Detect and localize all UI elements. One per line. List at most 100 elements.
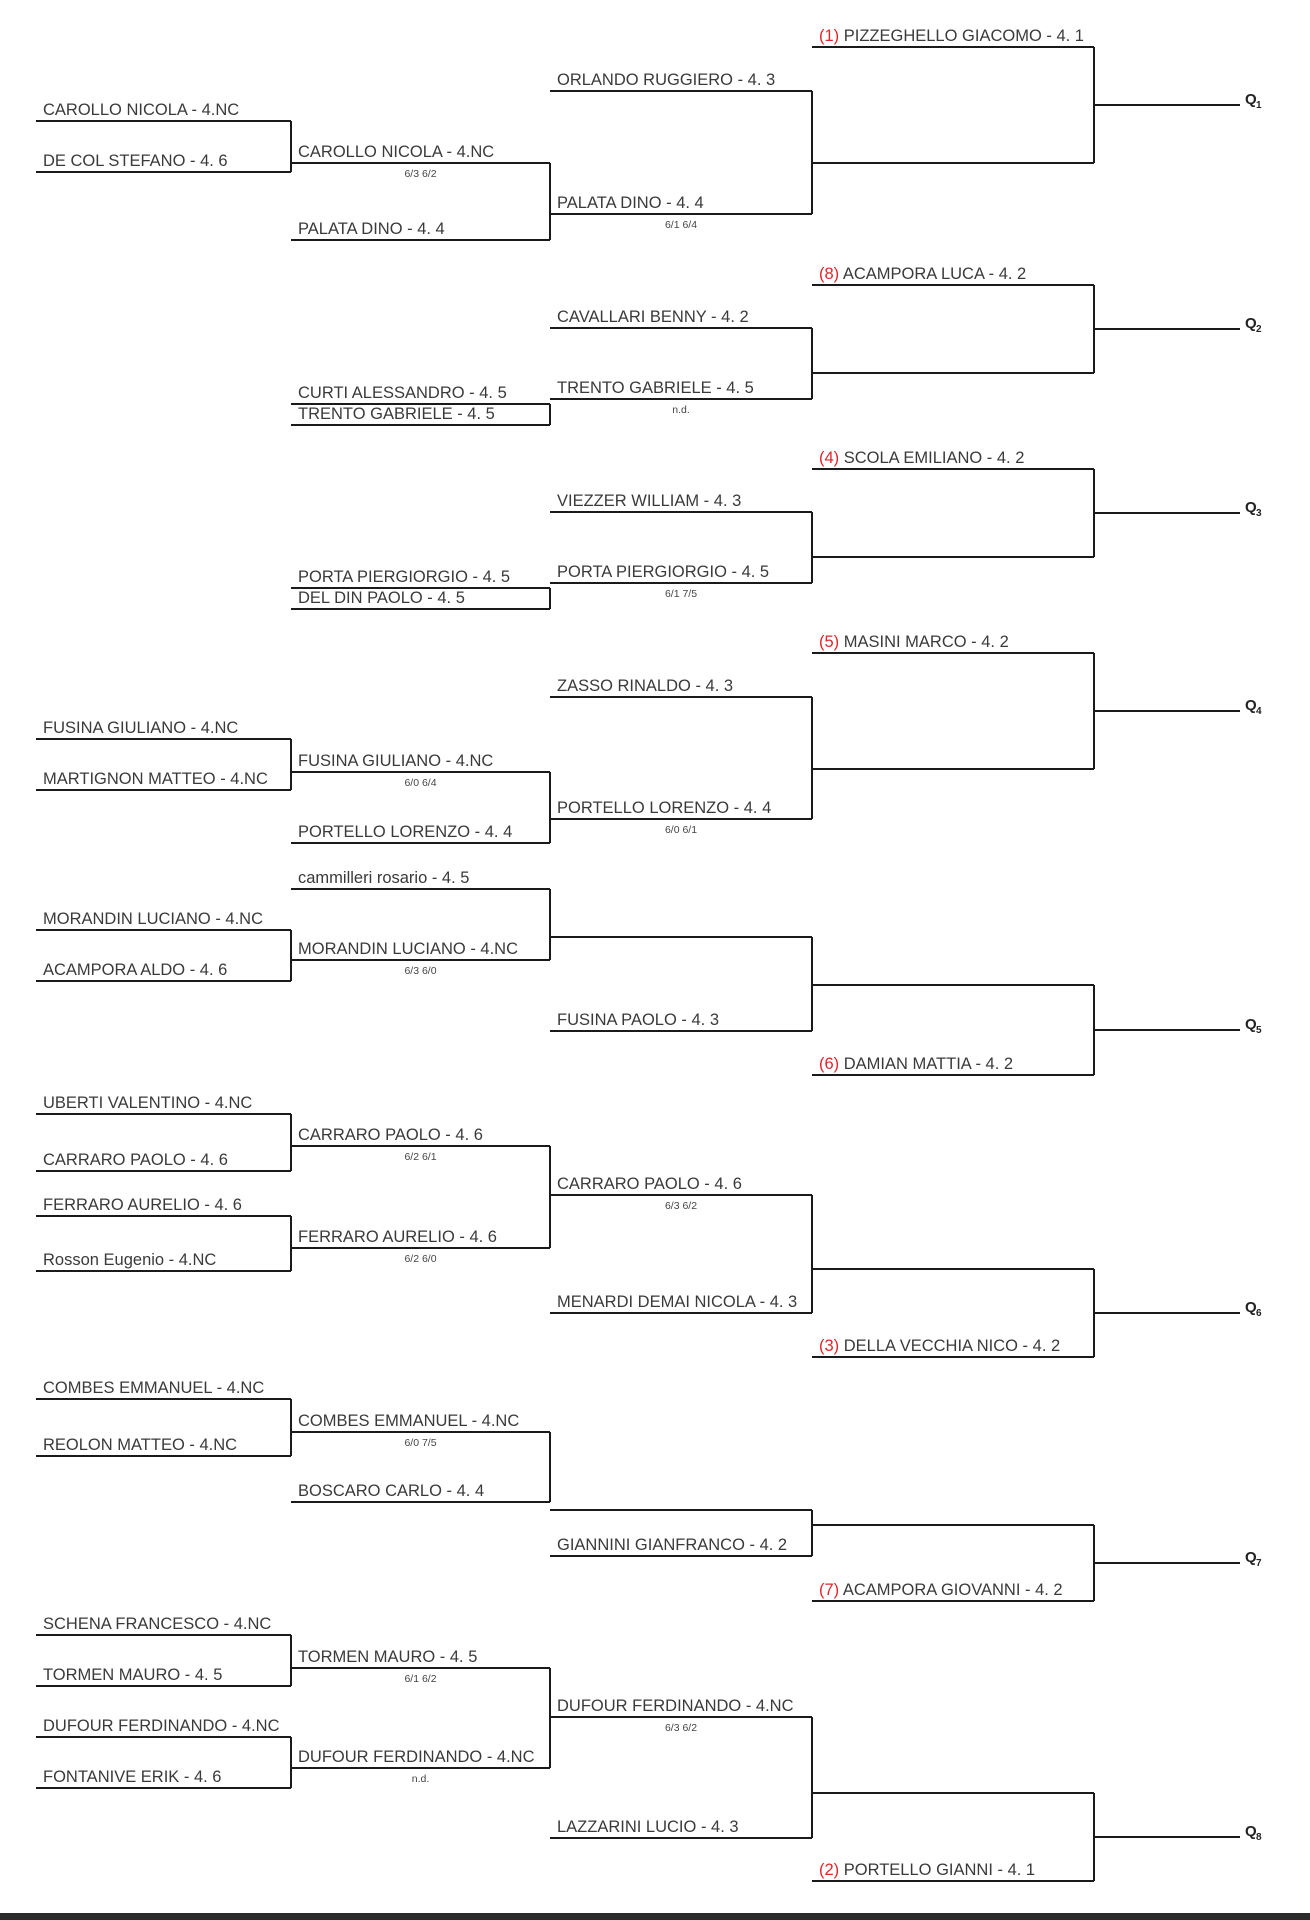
r4-player-name: (4) SCOLA EMILIANO - 4. 2: [819, 449, 1024, 467]
qualifier-index: 3: [1256, 508, 1262, 519]
r1-player-name: CAROLLO NICOLA - 4.NC: [43, 101, 239, 119]
qualifier-index: 1: [1256, 100, 1262, 111]
seed-number: (8): [819, 265, 843, 283]
seed-number: (7): [819, 1581, 843, 1599]
r1-player-name: ACAMPORA ALDO - 4. 6: [43, 961, 227, 979]
r3-player-name: PORTA PIERGIORGIO - 4. 5: [557, 563, 769, 581]
player-label: MENARDI DEMAI NICOLA - 4. 3: [557, 1293, 797, 1311]
r1-player-name: SCHENA FRANCESCO - 4.NC: [43, 1615, 271, 1633]
r2-player-name: PORTELLO LORENZO - 4. 4: [298, 823, 512, 841]
player-label: FUSINA GIULIANO - 4.NC: [43, 719, 238, 737]
r2-player-name: FERRARO AURELIO - 4. 6: [298, 1228, 497, 1246]
r4-player-name: (1) PIZZEGHELLO GIACOMO - 4. 1: [819, 27, 1084, 45]
r1-player-name: REOLON MATTEO - 4.NC: [43, 1436, 237, 1454]
player-label: MARTIGNON MATTEO - 4.NC: [43, 770, 268, 788]
r1-player-name: DE COL STEFANO - 4. 6: [43, 152, 228, 170]
r3-player-name: VIEZZER WILLIAM - 4. 3: [557, 492, 741, 510]
player-label: ACAMPORA LUCA - 4. 2: [843, 265, 1026, 283]
qualifier-label: Q: [1245, 1299, 1257, 1316]
r2-player-name: BOSCARO CARLO - 4. 4: [298, 1482, 484, 1500]
player-label: DUFOUR FERDINANDO - 4.NC: [557, 1697, 794, 1715]
r3-player-name: TRENTO GABRIELE - 4. 5: [557, 379, 754, 397]
r3-player-name: CARRARO PAOLO - 4. 6: [557, 1175, 742, 1193]
player-label: PALATA DINO - 4. 4: [557, 194, 704, 212]
qualifier-label: Q: [1245, 1823, 1257, 1840]
player-label: PORTA PIERGIORGIO - 4. 5: [557, 563, 769, 581]
r4-player-name: (6) DAMIAN MATTIA - 4. 2: [819, 1055, 1013, 1073]
seed-number: (1): [819, 27, 844, 45]
qualifier-label: Q: [1245, 91, 1257, 108]
player-label: MORANDIN LUCIANO - 4.NC: [298, 940, 518, 958]
r3-match-score: 6/0 6/1: [665, 824, 697, 836]
r3-player-name: ORLANDO RUGGIERO - 4. 3: [557, 71, 775, 89]
player-label: TRENTO GABRIELE - 4. 5: [557, 379, 754, 397]
r2-player-name: cammilleri rosario - 4. 5: [298, 869, 469, 887]
player-label: BOSCARO CARLO - 4. 4: [298, 1482, 484, 1500]
r2-player-name: DEL DIN PAOLO - 4. 5: [298, 589, 465, 607]
bottom-scrollbar[interactable]: [0, 1913, 1310, 1920]
r3-match-score: n.d.: [672, 404, 690, 416]
player-label: MASINI MARCO - 4. 2: [844, 633, 1009, 651]
player-label: FERRARO AURELIO - 4. 6: [298, 1228, 497, 1246]
r4-player-name: (2) PORTELLO GIANNI - 4. 1: [819, 1861, 1035, 1879]
r2-match-score: 6/2 6/1: [404, 1151, 436, 1163]
player-label: COMBES EMMANUEL - 4.NC: [43, 1379, 264, 1397]
player-label: ORLANDO RUGGIERO - 4. 3: [557, 71, 775, 89]
r4-player-name: (7) ACAMPORA GIOVANNI - 4. 2: [819, 1581, 1063, 1599]
r3-player-name: GIANNINI GIANFRANCO - 4. 2: [557, 1536, 787, 1554]
r2-player-name: CURTI ALESSANDRO - 4. 5: [298, 384, 507, 402]
player-label: REOLON MATTEO - 4.NC: [43, 1436, 237, 1454]
r1-player-name: UBERTI VALENTINO - 4.NC: [43, 1094, 252, 1112]
player-label: GIANNINI GIANFRANCO - 4. 2: [557, 1536, 787, 1554]
qualifier-index: 7: [1256, 1558, 1262, 1569]
r3-player-name: PALATA DINO - 4. 4: [557, 194, 704, 212]
r1-player-name: MORANDIN LUCIANO - 4.NC: [43, 910, 263, 928]
player-label: FONTANIVE ERIK - 4. 6: [43, 1768, 221, 1786]
r3-player-name: ZASSO RINALDO - 4. 3: [557, 677, 733, 695]
player-label: cammilleri rosario - 4. 5: [298, 869, 469, 887]
player-label: COMBES EMMANUEL - 4.NC: [298, 1412, 519, 1430]
qualifier-index: 5: [1256, 1025, 1262, 1036]
player-label: LAZZARINI LUCIO - 4. 3: [557, 1818, 739, 1836]
r4-player-name: (8) ACAMPORA LUCA - 4. 2: [819, 265, 1026, 283]
player-label: CARRARO PAOLO - 4. 6: [43, 1151, 228, 1169]
r2-match-score: n.d.: [412, 1773, 430, 1785]
r2-match-score: 6/3 6/0: [404, 965, 436, 977]
player-label: CAROLLO NICOLA - 4.NC: [43, 101, 239, 119]
r1-player-name: MARTIGNON MATTEO - 4.NC: [43, 770, 268, 788]
player-label: DELLA VECCHIA NICO - 4. 2: [844, 1337, 1060, 1355]
player-label: MORANDIN LUCIANO - 4.NC: [43, 910, 263, 928]
r2-match-score: 6/0 7/5: [404, 1437, 436, 1449]
player-label: TORMEN MAURO - 4. 5: [298, 1648, 477, 1666]
r4-player-name: (3) DELLA VECCHIA NICO - 4. 2: [819, 1337, 1060, 1355]
r1-player-name: TORMEN MAURO - 4. 5: [43, 1666, 222, 1684]
r2-player-name: FUSINA GIULIANO - 4.NC: [298, 752, 493, 770]
r1-player-name: CARRARO PAOLO - 4. 6: [43, 1151, 228, 1169]
r2-match-score: 6/2 6/0: [404, 1253, 436, 1265]
r3-player-name: DUFOUR FERDINANDO - 4.NC: [557, 1697, 794, 1715]
qualifier-index: 8: [1256, 1832, 1262, 1843]
player-label: DEL DIN PAOLO - 4. 5: [298, 589, 465, 607]
qualifier-index: 6: [1256, 1308, 1262, 1319]
player-label: DAMIAN MATTIA - 4. 2: [844, 1055, 1013, 1073]
seed-number: (5): [819, 633, 844, 651]
qualifier-label: Q: [1245, 1016, 1257, 1033]
qualifier-label: Q: [1245, 315, 1257, 332]
player-label: FERRARO AURELIO - 4. 6: [43, 1196, 242, 1214]
r2-player-name: PORTA PIERGIORGIO - 4. 5: [298, 568, 510, 586]
r2-match-score: 6/0 6/4: [404, 777, 436, 789]
qualifier-index: 2: [1256, 324, 1262, 335]
r3-player-name: FUSINA PAOLO - 4. 3: [557, 1011, 719, 1029]
r1-player-name: FONTANIVE ERIK - 4. 6: [43, 1768, 221, 1786]
player-label: SCHENA FRANCESCO - 4.NC: [43, 1615, 271, 1633]
r2-match-score: 6/1 6/2: [404, 1673, 436, 1685]
player-label: PALATA DINO - 4. 4: [298, 220, 445, 238]
player-label: DUFOUR FERDINANDO - 4.NC: [298, 1748, 535, 1766]
r1-player-name: Rosson Eugenio - 4.NC: [43, 1251, 216, 1269]
player-label: SCOLA EMILIANO - 4. 2: [844, 449, 1025, 467]
r2-player-name: COMBES EMMANUEL - 4.NC: [298, 1412, 519, 1430]
r1-player-name: FERRARO AURELIO - 4. 6: [43, 1196, 242, 1214]
r2-player-name: MORANDIN LUCIANO - 4.NC: [298, 940, 518, 958]
r1-player-name: COMBES EMMANUEL - 4.NC: [43, 1379, 264, 1397]
